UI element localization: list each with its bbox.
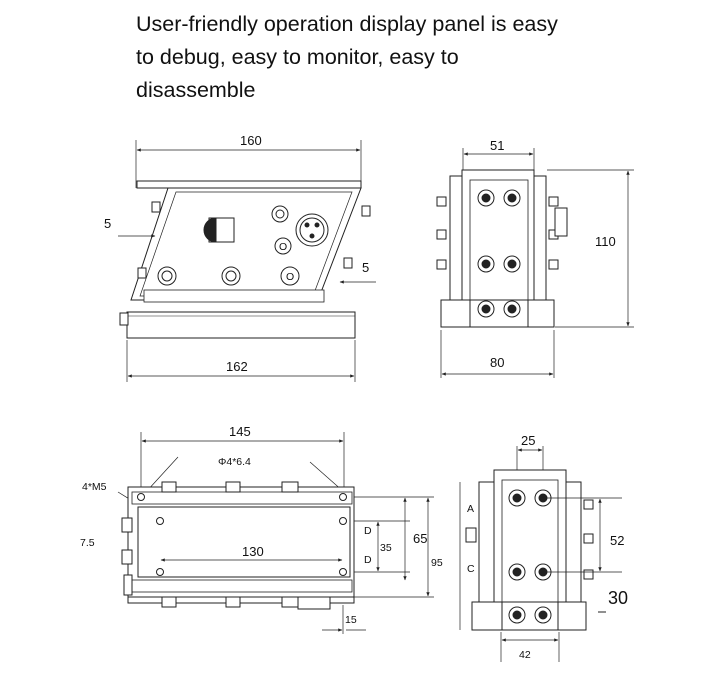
side-dim-80: 80 — [490, 355, 504, 370]
front-dim-160: 160 — [240, 133, 262, 148]
headline-line-1: User-friendly operation display panel is… — [136, 12, 558, 36]
bottom-dim-65: 65 — [413, 531, 427, 546]
headline: User-friendly operation display panel is… — [136, 8, 696, 107]
side-dim-110: 110 — [595, 234, 616, 249]
bottom-dim-15: 15 — [345, 614, 357, 626]
side-dim-51: 51 — [490, 138, 504, 153]
front-dim-5-right: 5 — [362, 260, 369, 275]
bottom-mark-d2: D — [364, 554, 372, 566]
end-mark-c: C — [467, 563, 475, 575]
bottom-dim-130: 130 — [242, 544, 264, 559]
bottom-dim-35: 35 — [380, 542, 392, 554]
front-port-mark-2: O — [286, 271, 294, 283]
bottom-hole-spec: Φ4*6.4 — [218, 456, 251, 468]
side-view: 51 110 80 — [436, 138, 634, 378]
bottom-view: 145 Φ4*6.4 4*M5 7.5 130 — [80, 424, 443, 634]
end-dim-25: 25 — [521, 433, 535, 448]
headline-line-3: disassemble — [136, 78, 256, 102]
front-dim-162: 162 — [226, 359, 248, 374]
bottom-dim-145: 145 — [229, 424, 251, 439]
end-dim-30: 30 — [608, 588, 628, 608]
bottom-dim-95: 95 — [431, 557, 443, 569]
end-dim-52: 52 — [610, 533, 624, 548]
end-dim-42: 42 — [519, 649, 531, 661]
front-dim-5-left: 5 — [104, 216, 111, 231]
end-mark-a: A — [467, 503, 474, 515]
bottom-mark-d1: D — [364, 525, 372, 537]
headline-line-2: to debug, easy to monitor, easy to — [136, 45, 459, 69]
bottom-dim-7-5: 7.5 — [80, 537, 95, 549]
front-port-mark-1: O — [279, 241, 287, 253]
end-view: 25 A C 52 30 42 — [459, 433, 628, 662]
bottom-thread-spec: 4*M5 — [82, 481, 107, 493]
front-view: 160 O O 5 — [104, 133, 376, 382]
